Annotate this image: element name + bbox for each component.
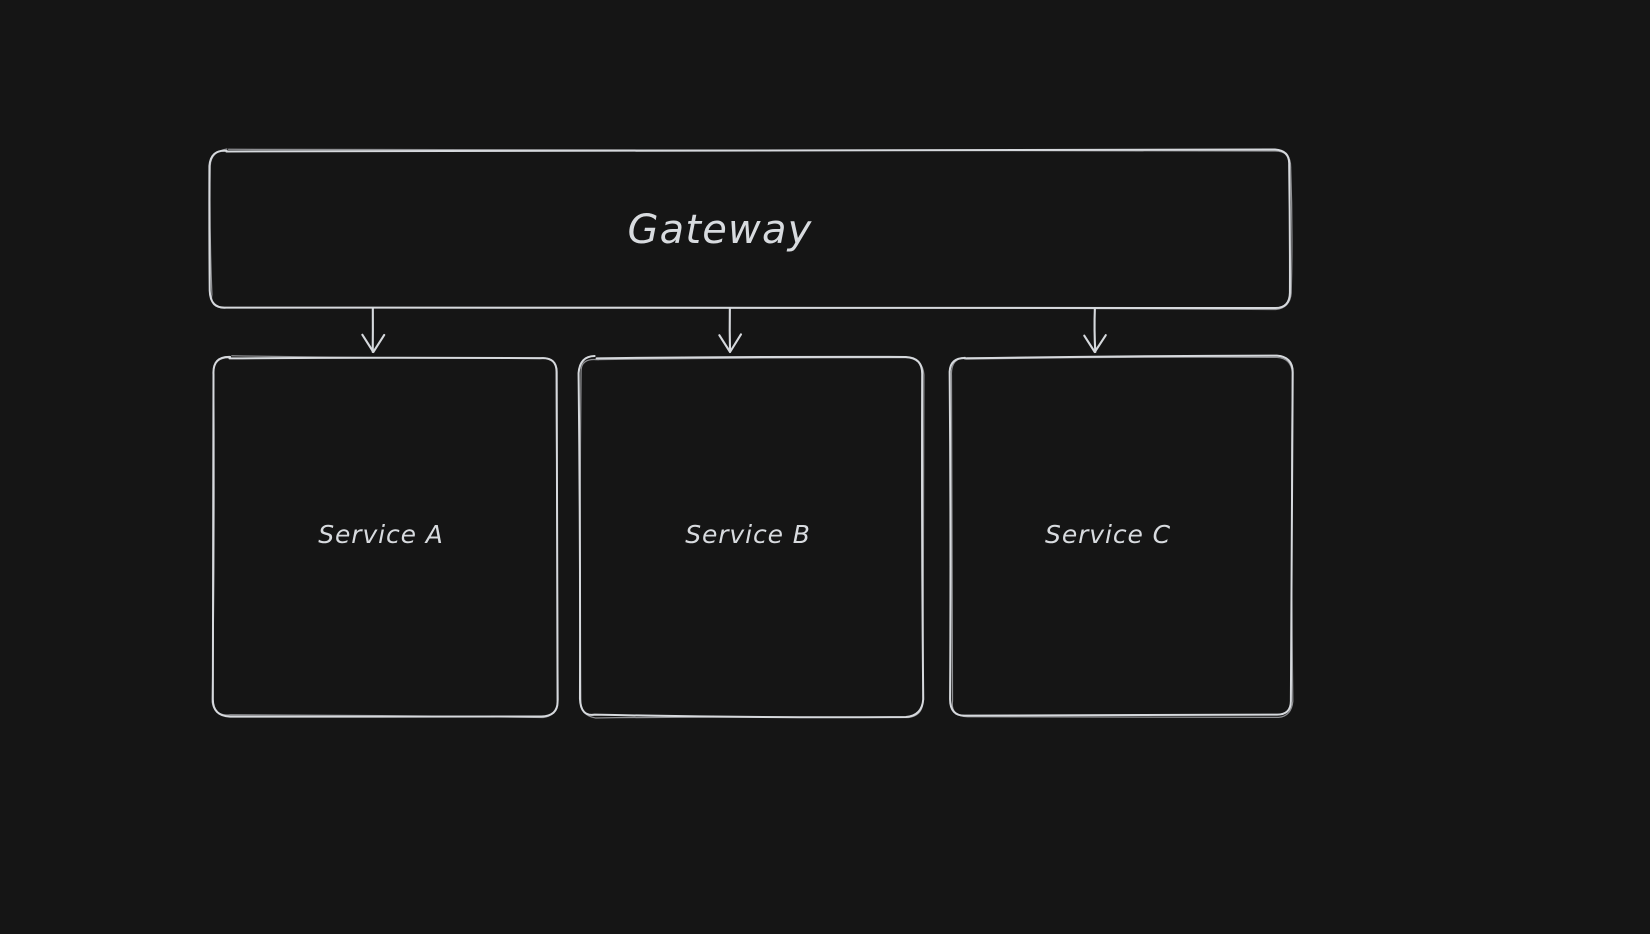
node-service-b[interactable] <box>577 354 925 719</box>
node-outline-pass2-service-b <box>579 356 925 719</box>
node-service-c[interactable] <box>948 354 1294 719</box>
node-outline-pass2-service-c <box>950 356 1294 719</box>
node-label-service-c: Service C <box>1045 520 1171 549</box>
node-outline-pass2-service-a <box>211 355 559 719</box>
edge-gateway-to-service-c[interactable] <box>1083 306 1107 354</box>
node-background-service-b <box>580 357 922 716</box>
nodes-layer <box>208 148 1294 719</box>
edge-arrowhead-gateway-to-service-a <box>361 333 386 354</box>
edge-arrowhead-gateway-to-service-b <box>718 333 743 354</box>
edge-gateway-to-service-b[interactable] <box>718 306 743 354</box>
node-background-service-a <box>213 357 557 716</box>
node-label-gateway: Gateway <box>627 207 812 253</box>
node-outline-service-c <box>948 354 1294 717</box>
edges-layer <box>361 306 1107 354</box>
node-background-service-c <box>950 357 1292 716</box>
node-label-service-a: Service A <box>318 520 444 549</box>
edge-arrowhead-gateway-to-service-c <box>1083 334 1107 354</box>
node-background-gateway <box>210 150 1290 308</box>
edge-shaft-gateway-to-service-c <box>1093 306 1097 354</box>
node-service-a[interactable] <box>211 355 559 719</box>
node-gateway[interactable] <box>208 148 1293 311</box>
edge-gateway-to-service-a[interactable] <box>361 306 386 354</box>
node-label-service-b: Service B <box>685 520 811 549</box>
